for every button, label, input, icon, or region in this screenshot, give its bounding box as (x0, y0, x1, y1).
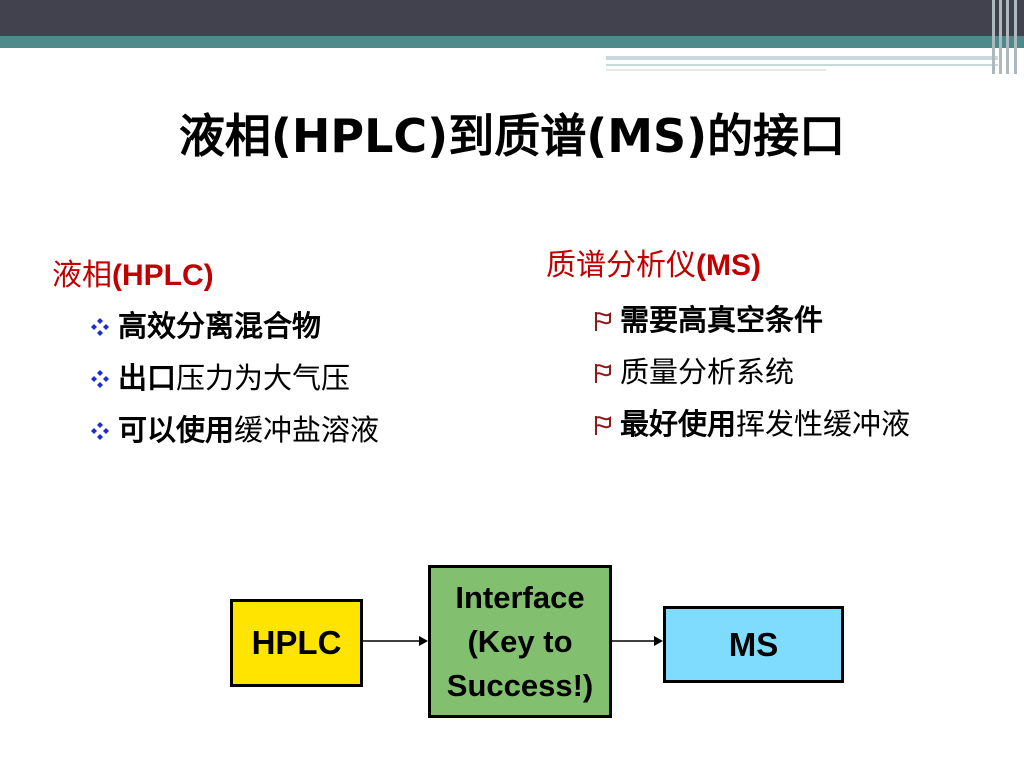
banner-stripes (990, 0, 1024, 74)
ms-heading: 质谱分析仪(MS) (546, 240, 761, 284)
banner-line (606, 69, 826, 71)
bullet-text-rest: 质量分析系统 (620, 355, 795, 389)
bullet-text: 高效分离混合物 (118, 309, 322, 343)
interface-label-line: Success!) (446, 667, 594, 703)
bullet-text-rest: 挥发性缓冲液 (736, 407, 911, 441)
hplc-heading: 液相(HPLC) (52, 250, 214, 294)
ms-box: MS (663, 606, 844, 683)
interface-box: Interface (Key to Success!) (428, 565, 612, 718)
list-item: 高效分离混合物 (91, 300, 379, 352)
list-item: 可以使用缓冲盐溶液 (91, 404, 380, 456)
banner-dark-bar (0, 0, 1024, 36)
bullet-text: 可以使用 (118, 413, 235, 447)
ms-heading-latin: (MS) (696, 249, 761, 282)
list-item: 最好使用挥发性缓冲液 (595, 398, 911, 450)
arrow-right-icon (363, 636, 428, 646)
banner-line (606, 64, 998, 66)
flag-bullet-icon (595, 364, 611, 383)
hplc-heading-latin: (HPLC) (112, 259, 214, 292)
bullet-text-rest: 缓冲盐溶液 (234, 413, 380, 447)
ms-bullet-list: 需要高真空条件 质量分析系统 最好使用挥发性缓冲液 (595, 294, 911, 450)
banner-teal-bar (0, 36, 1024, 48)
list-item: 需要高真空条件 (595, 294, 910, 346)
flag-bullet-icon (595, 312, 611, 331)
diamond-bullet-icon (91, 422, 109, 440)
hplc-heading-cn: 液相 (52, 258, 112, 293)
bullet-text: 需要高真空条件 (620, 303, 824, 337)
bullet-text: 出口 (118, 361, 177, 395)
hplc-box: HPLC (230, 599, 363, 687)
flag-bullet-icon (595, 416, 611, 435)
arrow-right-icon (612, 636, 663, 646)
diamond-bullet-icon (91, 370, 109, 388)
interface-label-line: (Key to (467, 623, 573, 659)
slide-title: 液相(HPLC)到质谱(MS)的接口 (178, 109, 846, 163)
hplc-bullet-list: 高效分离混合物 出口压力为大气压 可以使用缓冲盐溶液 (91, 300, 380, 456)
interface-label-line: Interface (455, 579, 585, 615)
banner-line (606, 56, 998, 60)
bullet-text: 最好使用 (620, 407, 737, 441)
diamond-bullet-icon (91, 318, 109, 336)
bullet-text-rest: 压力为大气压 (176, 361, 351, 395)
list-item: 质量分析系统 (595, 346, 910, 398)
list-item: 出口压力为大气压 (91, 352, 379, 404)
ms-heading-cn: 质谱分析仪 (546, 248, 696, 283)
